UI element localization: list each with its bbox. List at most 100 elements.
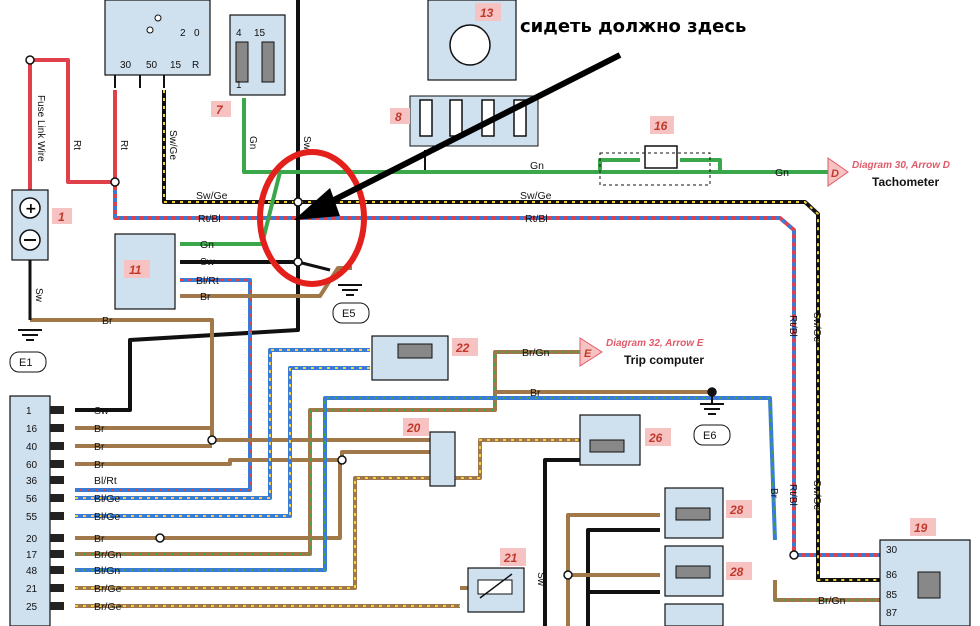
wire-label: Sw [535, 572, 546, 587]
connector-wire-label: Br/Ge [94, 601, 122, 613]
component-26: 26 [579, 414, 671, 466]
distributor-icon [449, 24, 491, 66]
ignition-pin-2: 2 [180, 28, 186, 39]
connector-wire-label: Bl/Ge [94, 511, 120, 523]
connector-pin-number: 20 [26, 534, 38, 545]
connector-wire-label: Br/Gn [94, 549, 122, 561]
comp-13-tag [475, 3, 501, 21]
ground-e6: E6 [693, 392, 731, 446]
connector-wire-label: Bl/Gn [94, 565, 120, 577]
connector-plug-icon [50, 584, 64, 592]
comp-11-tag [124, 260, 150, 278]
junction-dot [337, 455, 347, 465]
connector-plug-icon [50, 442, 64, 450]
comp-16-tag [650, 116, 674, 134]
wire-brgn-17-stripe [75, 351, 580, 555]
injector-icon [675, 565, 711, 579]
battery-plus-icon [19, 197, 41, 219]
wire-rtbl-stripe [113, 182, 880, 557]
wire-br-28 [566, 513, 660, 626]
comp-13-number: 13 [480, 6, 494, 20]
wire-label: Rt/Bl [787, 484, 798, 506]
connector-pin-number: 25 [26, 602, 38, 613]
comp7-pin-15: 15 [254, 28, 266, 39]
connector-wire-label: Bl/Ge [94, 493, 120, 505]
junction-dot [155, 533, 165, 543]
wire-label: Sw/Ge [811, 480, 822, 510]
component-8: 8 [390, 95, 539, 147]
relay-pin-87: 87 [886, 608, 898, 619]
comp-28a-tag [726, 500, 752, 518]
comp-19-number: 19 [914, 521, 928, 535]
component-21: 21 [467, 548, 526, 613]
comp7-pin-1: 1 [236, 80, 242, 91]
ignition-pin-30: 30 [120, 60, 132, 71]
comp-22-number: 22 [455, 341, 470, 355]
comp-21-number: 21 [503, 551, 518, 565]
wire-label-fuse-link: Fuse Link Wire [35, 95, 46, 162]
wire-rt-fuse [30, 58, 115, 184]
component-20: 20 [403, 418, 456, 487]
connector-pin-number: 16 [26, 424, 38, 435]
connector-plug-icon [50, 424, 64, 432]
injector-icon [589, 439, 625, 453]
ignition-switch-body [104, 0, 211, 76]
user-annotation: сидеть должно здесь [257, 16, 746, 287]
connector-pin-number: 36 [26, 476, 38, 487]
wire-label: Sw/Ge [167, 130, 178, 160]
wire-labels: Fuse Link Wire Rt Rt Sw/Ge Gn Sw Sw Sw/G… [33, 95, 846, 607]
connector-plug-icon [50, 494, 64, 502]
ground-e6-badge [693, 424, 731, 446]
arrow-e-icon [579, 337, 603, 367]
connector-plug-icon [50, 566, 64, 574]
wire-swge-stripe [163, 90, 880, 581]
wire-label: Br [768, 488, 779, 499]
comp-28a-number: 28 [729, 503, 744, 517]
wire-label: Sw/Ge [811, 312, 822, 342]
comp-22-tag [452, 338, 478, 356]
ref-trip-label: Trip computer [624, 353, 704, 367]
connector-wire-label: Br [94, 533, 105, 545]
comp-1-tag [52, 208, 72, 224]
comp-1-number: 1 [58, 210, 65, 224]
relay-pin-30: 30 [886, 545, 898, 556]
junctions [25, 55, 799, 580]
ref-tach-diagram: Diagram 30, Arrow D [852, 160, 950, 171]
wire-label: Gn [775, 167, 789, 179]
comp-20-tag [403, 418, 429, 436]
ref-tach-label: Tachometer [872, 175, 939, 189]
connector-wire-label: Sw [94, 405, 109, 417]
wire-sw-26 [543, 458, 580, 626]
ref-trip-diagram: Diagram 32, Arrow E [606, 338, 704, 349]
plus-glyph: + [25, 201, 37, 217]
component-28b: 28 [664, 545, 752, 626]
spark-plug-icon [419, 99, 433, 137]
comp-8-number: 8 [395, 110, 402, 124]
arrow-e-letter: E [584, 348, 592, 360]
connector-wire-label: Br [94, 423, 105, 435]
relay-pin-85: 85 [886, 590, 898, 601]
wire-label: Rt/Bl [525, 213, 548, 225]
wire-sw-28 [586, 528, 660, 626]
junction-dot [110, 177, 120, 187]
comp-11-number: 11 [129, 263, 142, 277]
wire-br-e1 [30, 318, 432, 442]
wire-label: Br/Gn [818, 595, 846, 607]
component-11: 11 [114, 233, 176, 310]
wire-blgn-48-stripe [75, 397, 776, 571]
junction-dot [563, 570, 573, 580]
ignition-contact [146, 26, 154, 34]
wire-blge-56-stripe [75, 349, 370, 499]
connector-pin-number: 1 [26, 406, 32, 417]
connector-plug-icon [50, 406, 64, 414]
ignition-pin-r: R [192, 60, 199, 71]
component-7-coil [261, 41, 275, 83]
arrow-line [316, 52, 622, 211]
connector-pin-number: 56 [26, 494, 38, 505]
connector-pin-number: 40 [26, 442, 38, 453]
connector-pin-number: 17 [26, 550, 38, 561]
component-7: 4 15 1 7 [211, 14, 286, 117]
ground-e1-badge [9, 351, 47, 373]
